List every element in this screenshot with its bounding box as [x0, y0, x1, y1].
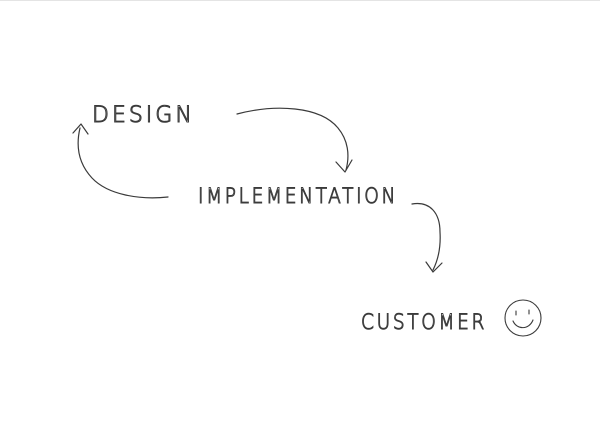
edge-implementation-to-design [72, 123, 169, 199]
edge-implementation-to-customer [411, 202, 443, 273]
node-implementation-label: IMPLEMENTATION [198, 184, 398, 208]
smiley-face-icon [504, 299, 542, 337]
top-border [0, 0, 600, 1]
edge-design-to-implementation [236, 107, 353, 173]
node-customer-label: CUSTOMER [361, 310, 487, 334]
node-design-label: DESIGN [92, 103, 195, 128]
